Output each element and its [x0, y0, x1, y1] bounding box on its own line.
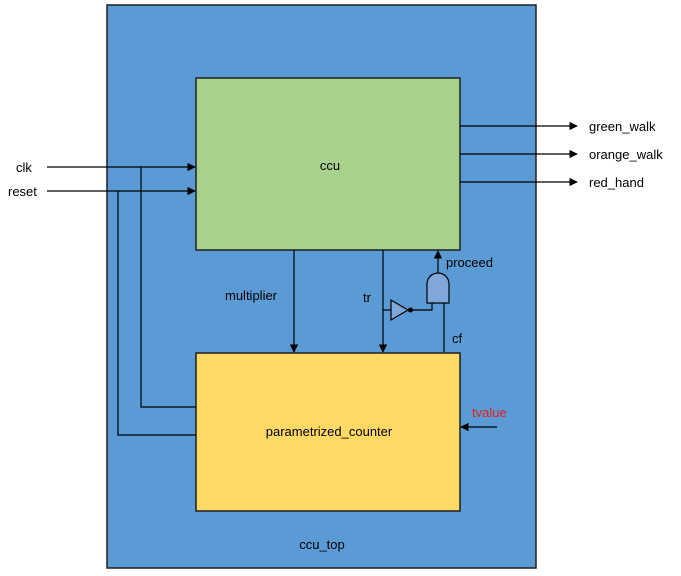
ccu-box: [195, 77, 461, 251]
counter-label: parametrized_counter: [266, 424, 393, 439]
reset-label: reset: [8, 184, 37, 199]
tr-label: tr: [363, 290, 372, 305]
ccu-label: ccu: [320, 158, 340, 173]
clk-branch-wire: [140, 167, 196, 408]
cf-label: cf: [452, 331, 463, 346]
proceed-label: proceed: [446, 255, 493, 270]
red-hand-label: red_hand: [589, 175, 644, 190]
orange-walk-label: orange_walk: [589, 147, 663, 162]
inverted-tr-wire: [413, 303, 433, 311]
counter-box: [195, 352, 461, 512]
not-gate-icon: [390, 298, 410, 322]
and-gate-icon: [426, 272, 450, 304]
not-gate-bubble: [408, 307, 413, 313]
clk-label: clk: [16, 160, 32, 175]
ccu-top-label: ccu_top: [299, 537, 345, 552]
tvalue-label: tvalue: [472, 405, 507, 420]
green-walk-label: green_walk: [589, 119, 656, 134]
reset-branch-wire: [117, 191, 196, 436]
multiplier-label: multiplier: [225, 288, 278, 303]
